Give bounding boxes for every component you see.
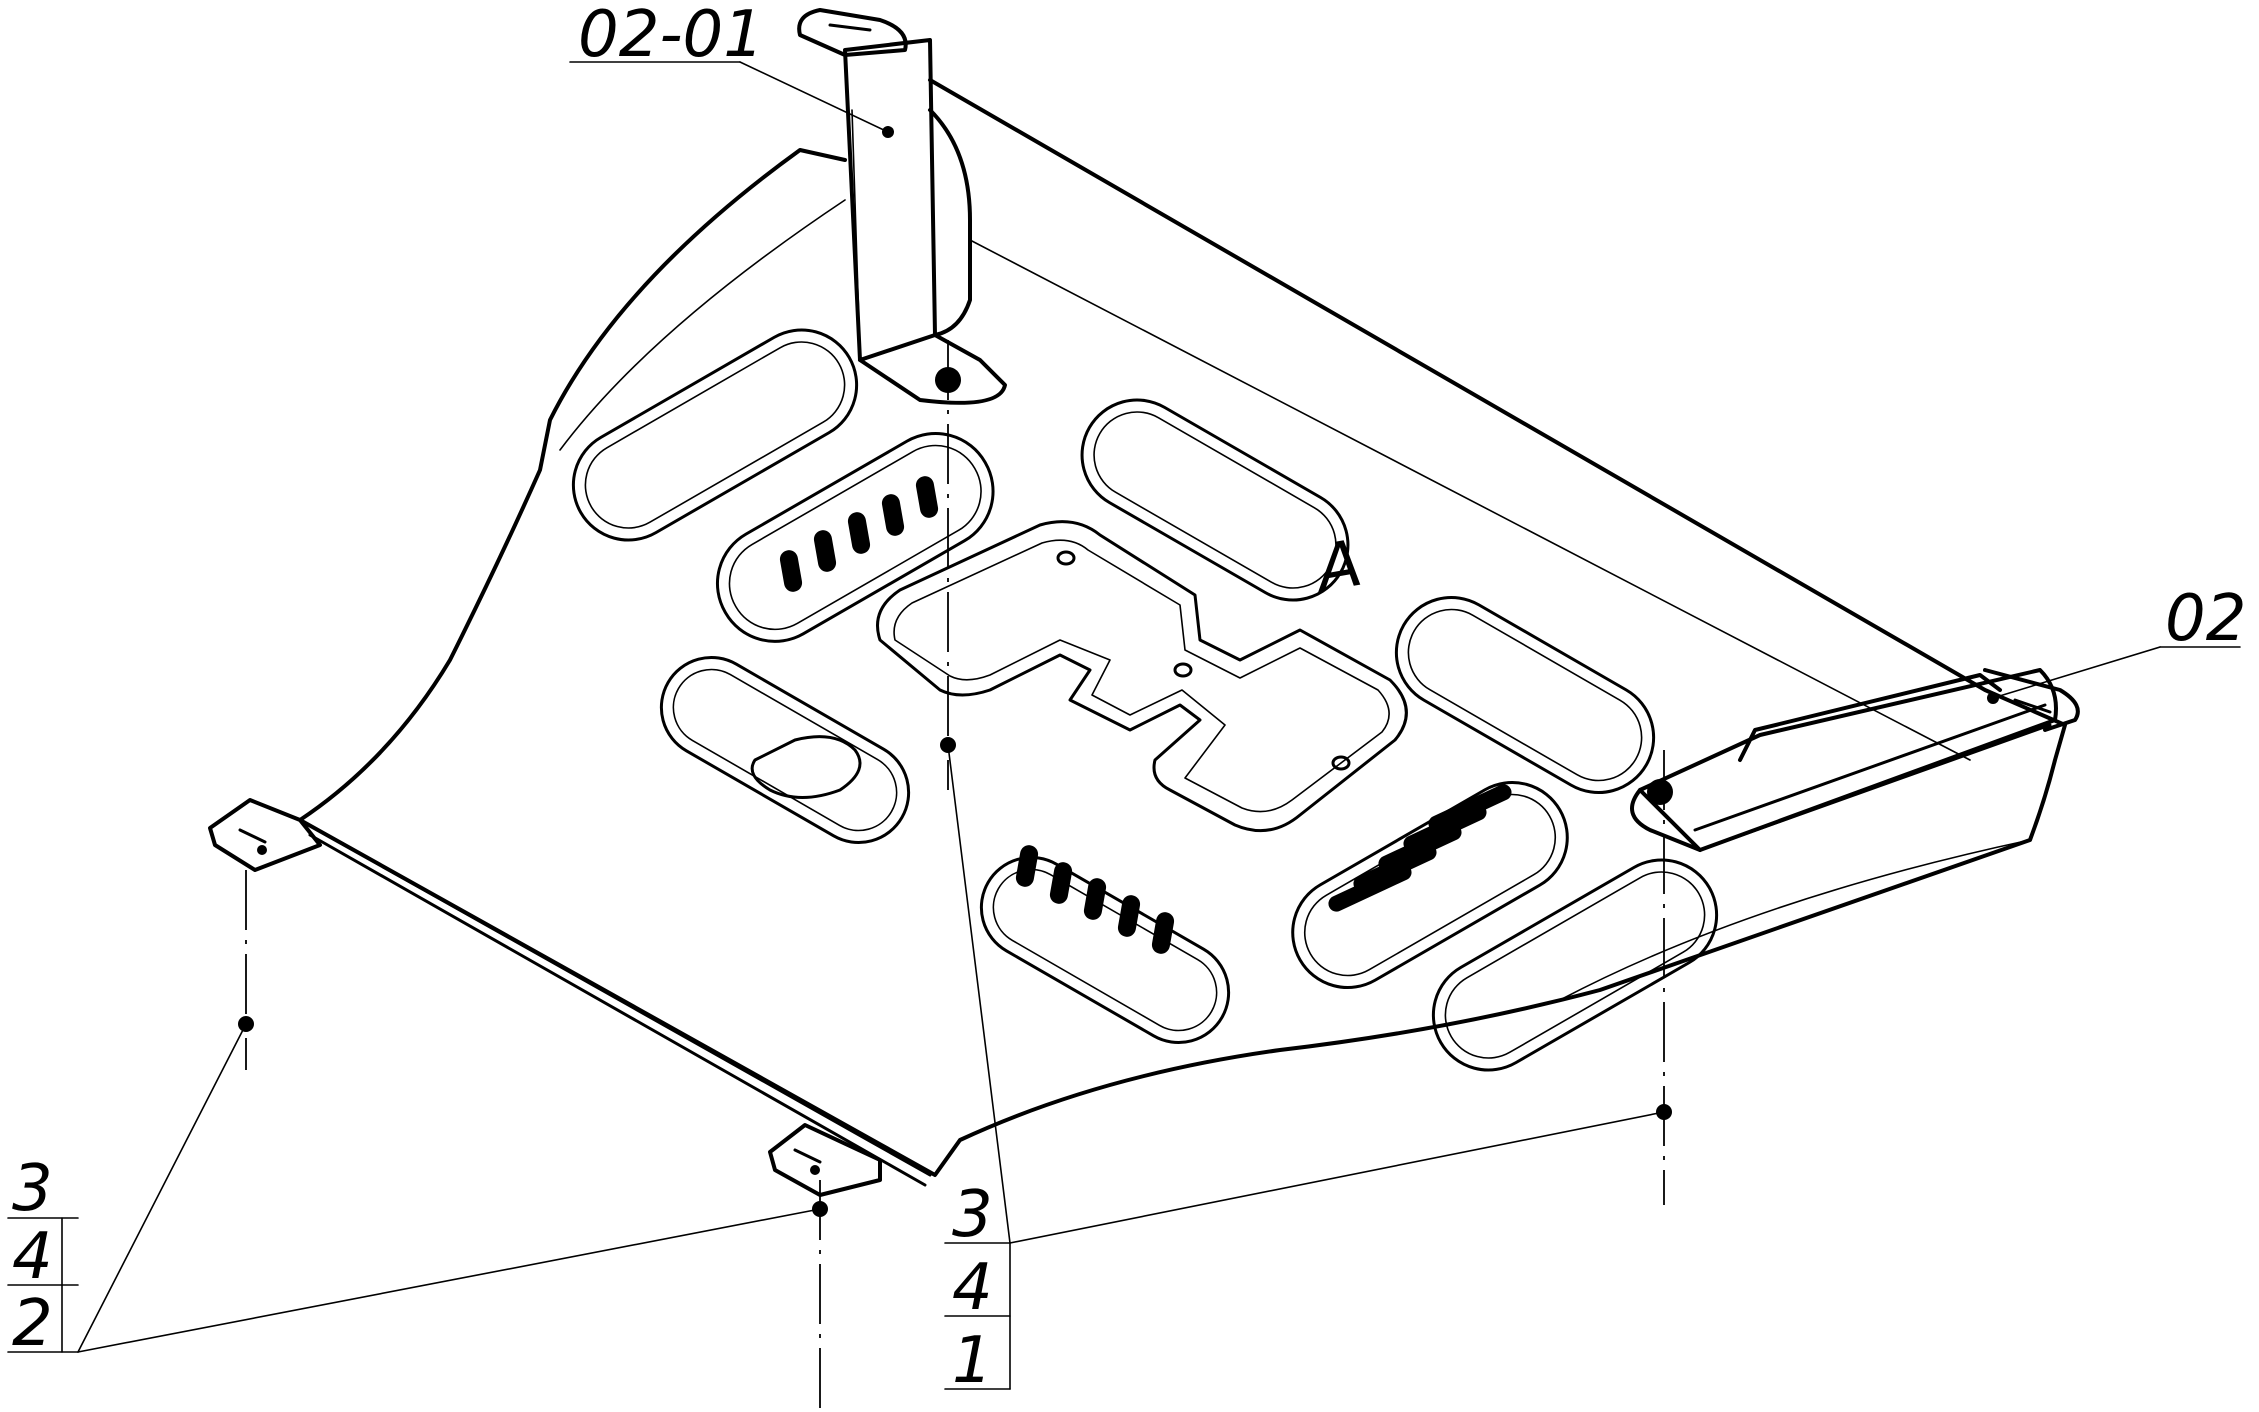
plate-front-curve xyxy=(1559,839,2031,1001)
hole xyxy=(1173,662,1193,678)
perf xyxy=(881,494,905,536)
bracket-02-01-foot xyxy=(858,333,1007,405)
slot-6 xyxy=(979,856,1231,1044)
mount-tab-left xyxy=(208,798,322,872)
slot-5 xyxy=(1394,596,1656,794)
bracket-02-01 xyxy=(797,8,1007,405)
plate-rear-edge xyxy=(969,239,1971,761)
perf xyxy=(915,476,939,518)
central-recess-inner xyxy=(893,539,1390,813)
slot-7 xyxy=(1291,781,1569,989)
bracket-02-tab xyxy=(1983,668,2080,732)
label-02-01: 02-01 xyxy=(578,0,764,72)
slot-8-inner xyxy=(1444,871,1706,1059)
hole xyxy=(1331,755,1351,771)
bracket-02-upper xyxy=(1738,673,2002,762)
label-left-bottom: 2 xyxy=(12,1287,53,1361)
bracket-02-slot xyxy=(2013,698,2052,714)
leader-02-arrow xyxy=(1992,646,2161,699)
hole xyxy=(1056,550,1076,566)
perf xyxy=(1049,862,1073,904)
bracket-02-body xyxy=(1638,668,2058,852)
perf xyxy=(1083,878,1107,920)
perforations-left xyxy=(779,476,939,592)
slot-3 xyxy=(1080,398,1350,602)
slot-5-inner xyxy=(1407,608,1643,782)
bracket-02-01-tab xyxy=(797,8,908,57)
perforations-bottom xyxy=(1015,845,1175,954)
bracket-02-01-fold xyxy=(851,109,861,356)
slot-2-inner xyxy=(728,444,982,631)
perf xyxy=(1151,912,1175,954)
center-lines xyxy=(245,340,1665,1412)
tab-slot xyxy=(793,1148,822,1164)
slot-3-inner xyxy=(1093,411,1337,589)
bolt-hole xyxy=(257,845,267,855)
perf xyxy=(847,512,871,554)
plate-left-flange xyxy=(298,818,932,1187)
drain-plug xyxy=(750,735,862,799)
central-recess xyxy=(876,520,1408,833)
leader-02-01-arrow xyxy=(739,61,889,133)
leaders xyxy=(77,61,2241,1353)
bracket-02-foot xyxy=(1630,788,1702,852)
label-center-top: 3 xyxy=(952,1178,993,1252)
perf xyxy=(1428,784,1512,832)
label-left-top: 3 xyxy=(12,1152,53,1226)
perf xyxy=(813,530,837,572)
bracket-02-edge xyxy=(1693,703,2052,852)
perf xyxy=(779,550,803,592)
tab-slot xyxy=(238,828,267,844)
bolt-hole xyxy=(810,1165,820,1175)
slot-8 xyxy=(1431,858,1719,1072)
slot-1-inner xyxy=(584,341,846,529)
tab-body xyxy=(768,1123,882,1197)
slot-7-inner xyxy=(1303,793,1557,977)
leader-center-b xyxy=(1009,1111,1665,1244)
label-02: 02 xyxy=(2165,582,2246,656)
slot-1 xyxy=(571,328,859,542)
perf xyxy=(1015,845,1039,887)
leader-left-b xyxy=(77,1208,821,1353)
bolt-head xyxy=(1647,779,1673,805)
leader-center-a xyxy=(947,744,1011,1244)
perf xyxy=(1117,895,1141,937)
label-left-middle: 4 xyxy=(12,1220,53,1294)
slot-4 xyxy=(659,656,911,844)
label-center-bottom: 1 xyxy=(952,1324,993,1398)
bracket-02-01-side xyxy=(928,108,972,337)
label-stack-left: 3 4 2 xyxy=(7,1152,79,1361)
slot-4-inner xyxy=(672,668,898,832)
skid-plate xyxy=(298,78,2067,1187)
label-center-middle: 4 xyxy=(952,1251,993,1325)
mount-tab-bottom xyxy=(768,1123,882,1197)
perforations-diagonal xyxy=(1328,784,1512,912)
vent-slots xyxy=(571,328,1719,1072)
slot-2 xyxy=(715,432,995,643)
leader-left-a xyxy=(77,1023,247,1353)
small-holes xyxy=(750,550,1351,799)
label-stack-center: 3 4 1 xyxy=(944,1178,1011,1398)
bracket-02-01-slot xyxy=(828,23,872,32)
tab-body xyxy=(208,798,322,872)
plate-left-fold xyxy=(559,199,846,451)
plate-outline xyxy=(298,78,2067,1177)
bracket-02 xyxy=(1630,668,2080,852)
